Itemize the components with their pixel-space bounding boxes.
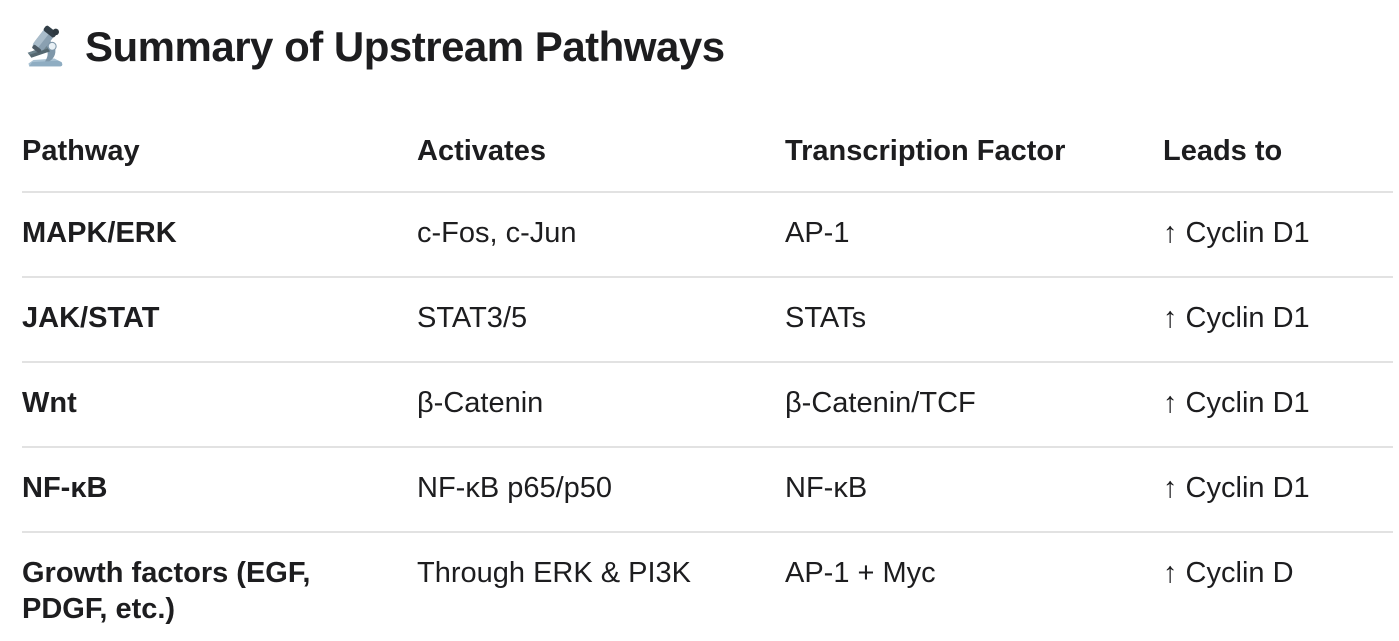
cell-activates: STAT3/5 — [417, 302, 528, 334]
cell-leads-to: ↑ Cyclin D — [1163, 557, 1294, 589]
page-header: Summary of Upstream Pathways — [22, 22, 1393, 72]
table-row: JAK/STAT STAT3/5 STATs ↑ Cyclin D1 — [22, 278, 1393, 363]
cell-activates: c-Fos, c-Jun — [417, 217, 577, 249]
cell-transcription-factor: AP-1 — [785, 217, 850, 249]
cell-pathway: MAPK/ERK — [22, 217, 177, 249]
cell-transcription-factor: β-Catenin/TCF — [785, 387, 976, 419]
cell-transcription-factor: NF-κB — [785, 472, 868, 504]
table-row: Growth factors (EGF, PDGF, etc.) Through… — [22, 533, 1393, 641]
cell-leads-to: ↑ Cyclin D1 — [1163, 387, 1310, 419]
table-row: NF-κB NF-κB p65/p50 NF-κB ↑ Cyclin D1 — [22, 448, 1393, 533]
cell-activates: Through ERK & PI3K — [417, 557, 692, 589]
cell-pathway: JAK/STAT — [22, 302, 160, 334]
column-header-pathway: Pathway — [22, 135, 140, 167]
cell-pathway: Growth factors (EGF, PDGF, etc.) — [22, 557, 311, 625]
cell-leads-to: ↑ Cyclin D1 — [1163, 302, 1310, 334]
pathways-table: Pathway Activates Transcription Factor L… — [22, 108, 1393, 641]
table-row: Wnt β-Catenin β-Catenin/TCF ↑ Cyclin D1 — [22, 363, 1393, 448]
table-row: MAPK/ERK c-Fos, c-Jun AP-1 ↑ Cyclin D1 — [22, 193, 1393, 278]
cell-activates: NF-κB p65/p50 — [417, 472, 613, 504]
table-header-row: Pathway Activates Transcription Factor L… — [22, 108, 1393, 193]
cell-pathway: NF-κB — [22, 472, 108, 504]
cell-pathway: Wnt — [22, 387, 77, 419]
column-header-transcription-factor: Transcription Factor — [785, 135, 1066, 167]
cell-transcription-factor: STATs — [785, 302, 867, 334]
microscope-icon — [22, 24, 68, 70]
cell-leads-to: ↑ Cyclin D1 — [1163, 217, 1310, 249]
cell-activates: β-Catenin — [417, 387, 544, 419]
page-title: Summary of Upstream Pathways — [85, 23, 725, 70]
cell-leads-to: ↑ Cyclin D1 — [1163, 472, 1310, 504]
column-header-activates: Activates — [417, 135, 546, 167]
column-header-leads-to: Leads to — [1163, 135, 1283, 167]
cell-transcription-factor: AP-1 + Myc — [785, 557, 936, 589]
